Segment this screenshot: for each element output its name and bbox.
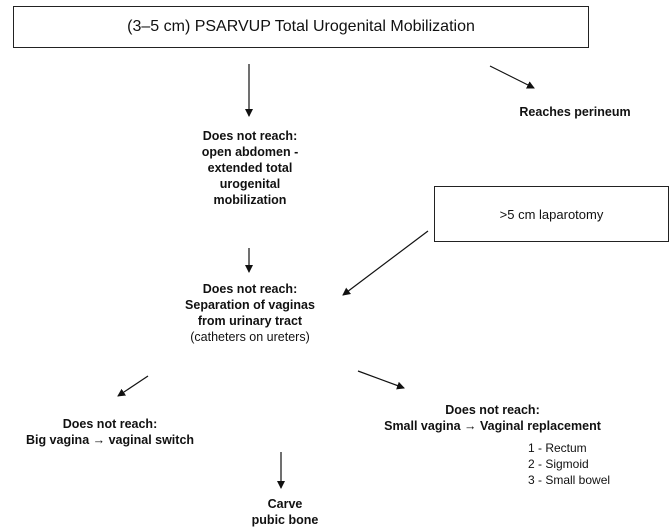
node-reaches-perineum: Reaches perineum <box>500 104 650 120</box>
separation-line-2: Separation of vaginas <box>185 298 315 312</box>
node-big-vagina: Does not reach: Big vagina → vaginal swi… <box>10 416 210 448</box>
carve-line-1: Carve <box>267 497 303 511</box>
top-box-total-urogenital-mobilization: (3–5 cm) PSARVUP Total Urogenital Mobili… <box>13 6 589 48</box>
arrow-laparotomy-to-separation <box>342 230 429 296</box>
replacement-option: 2 - Sigmoid <box>528 457 589 471</box>
big-vagina-line-1: Does not reach: <box>62 417 158 431</box>
separation-line-3: from urinary tract <box>197 314 303 328</box>
replacement-option: 3 - Small bowel <box>528 473 611 487</box>
laparotomy-label: >5 cm laparotomy <box>499 206 604 222</box>
arrow-separation-to-small-vagina <box>357 370 405 390</box>
arrow-separation-to-big-vagina <box>117 375 149 397</box>
replacement-option: 1 - Rectum <box>528 441 587 455</box>
open-abdomen-line-5: mobilization <box>213 193 287 207</box>
big-vagina-line-2: Big vagina → vaginal switch <box>25 433 195 447</box>
open-abdomen-line-2: open abdomen - <box>201 145 299 159</box>
arrow-top-to-reaches-perineum <box>489 65 535 89</box>
open-abdomen-line-3: extended total <box>207 161 293 175</box>
node-small-vagina: Does not reach: Small vagina → Vaginal r… <box>360 402 625 434</box>
carve-line-2: pubic bone <box>251 513 319 527</box>
small-vagina-line-2: Small vagina → Vaginal replacement <box>384 419 601 433</box>
node-carve-pubic-bone: Carve pubic bone <box>230 496 340 527</box>
open-abdomen-line-4: urogenital <box>219 177 281 191</box>
open-abdomen-line-1: Does not reach: <box>202 129 298 143</box>
node-separation-of-vaginas: Does not reach: Separation of vaginas fr… <box>150 281 350 345</box>
replacement-options-list: 1 - Rectum 2 - Sigmoid 3 - Small bowel <box>528 440 638 488</box>
separation-note: (catheters on ureters) <box>190 330 310 344</box>
laparotomy-box: >5 cm laparotomy <box>434 186 669 242</box>
reaches-perineum-label: Reaches perineum <box>519 105 631 119</box>
node-open-abdomen: Does not reach: open abdomen - extended … <box>170 128 330 208</box>
separation-line-1: Does not reach: <box>202 282 298 296</box>
small-vagina-line-1: Does not reach: <box>445 403 540 417</box>
top-box-label: (3–5 cm) PSARVUP Total Urogenital Mobili… <box>127 18 475 35</box>
